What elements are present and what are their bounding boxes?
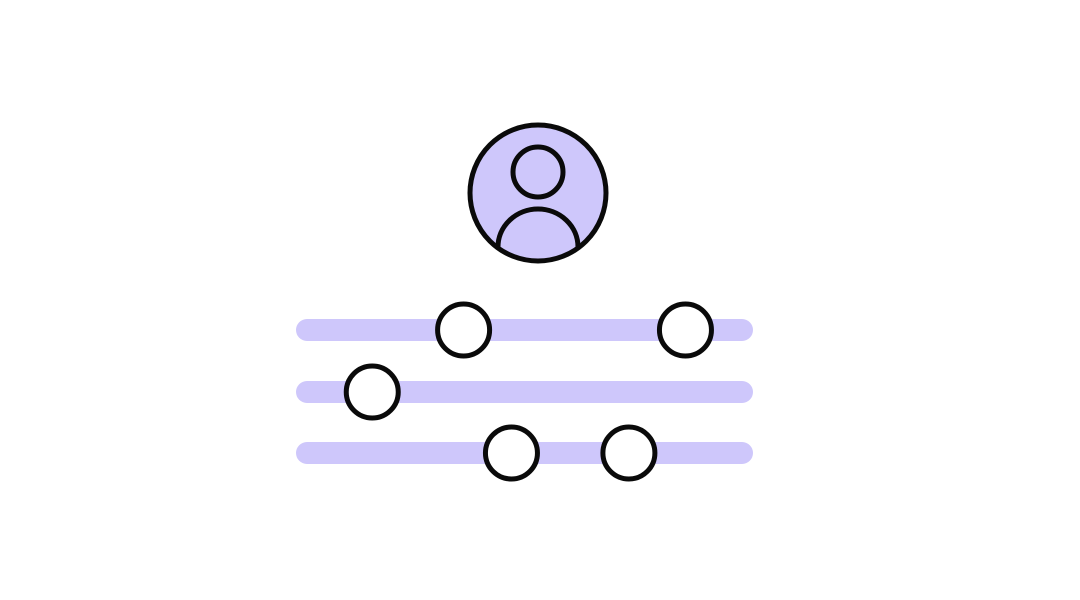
- avatar-outline: [467, 122, 609, 264]
- slider-3[interactable]: [296, 424, 753, 482]
- slider-handle[interactable]: [656, 301, 714, 359]
- avatar-head: [510, 144, 566, 200]
- slider-handle[interactable]: [343, 363, 401, 421]
- slider-handle[interactable]: [482, 424, 540, 482]
- sliders-group: [296, 301, 753, 482]
- user-avatar-icon: [467, 122, 609, 264]
- slider-handle[interactable]: [435, 301, 493, 359]
- avatar-body: [495, 206, 581, 261]
- slider-1[interactable]: [296, 301, 753, 359]
- slider-handle[interactable]: [600, 424, 658, 482]
- slider-2[interactable]: [296, 363, 753, 421]
